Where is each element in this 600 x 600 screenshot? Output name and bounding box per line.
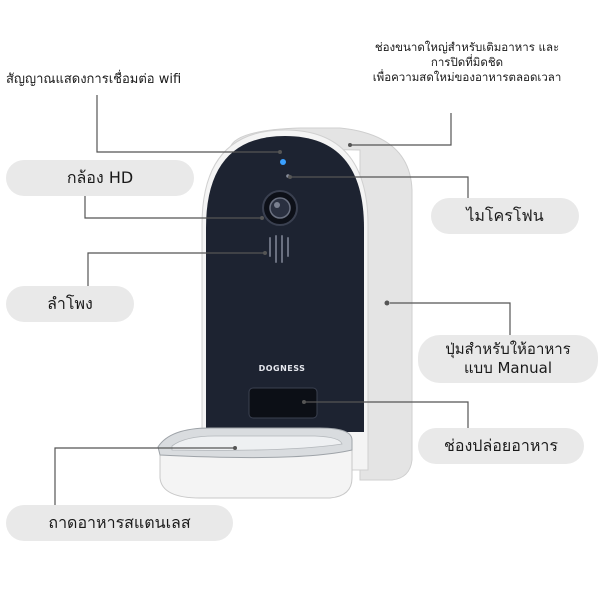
label-outlet: ช่องปล่อยอาหาร [418, 428, 584, 464]
leader-microphone [290, 176, 469, 198]
leader-hopper [350, 113, 452, 146]
label-hopper-line2: การปิดที่มิดชิด [430, 54, 504, 69]
leader-camera [84, 195, 262, 219]
wifi-led [280, 159, 286, 165]
label-microphone: ไมโครโฟน [431, 198, 579, 234]
label-manual-line2: แบบ Manual [464, 359, 552, 377]
brand-logo: DOGNESS [258, 364, 306, 373]
tray-base [159, 447, 353, 499]
label-manual-line1: ปุ่มสำหรับให้อาหาร [445, 340, 571, 359]
manual-button-dot [384, 300, 390, 306]
label-wifi: สัญญาณแสดงการเชื่อมต่อ wifi [6, 72, 182, 87]
food-outlet-slot [248, 387, 318, 419]
label-camera: กล้อง HD [6, 160, 194, 196]
label-speaker-text: ลำโพง [47, 293, 93, 313]
label-tray: ถาดอาหารสแตนเลส [6, 505, 233, 541]
leader-manual [390, 302, 511, 342]
label-microphone-text: ไมโครโฟน [466, 205, 544, 225]
tray-inner [171, 435, 343, 451]
label-tray-text: ถาดอาหารสแตนเลส [48, 512, 191, 532]
label-hopper: ช่องขนาดใหญ่สำหรับเติมอาหาร และ การปิดที… [352, 40, 582, 85]
leader-tray [54, 447, 235, 505]
label-speaker: ลำโพง [6, 286, 134, 322]
label-manual-button: ปุ่มสำหรับให้อาหาร แบบ Manual [418, 335, 598, 383]
device-front-panel [206, 136, 364, 432]
leader-speaker [87, 252, 265, 287]
leader-outlet [304, 401, 469, 428]
leader-wifi [96, 95, 280, 153]
label-outlet-text: ช่องปล่อยอาหาร [444, 435, 558, 455]
label-hopper-line1: ช่องขนาดใหญ่สำหรับเติมอาหาร และ [374, 40, 560, 54]
speaker-grille [269, 235, 289, 263]
label-camera-text: กล้อง HD [66, 167, 134, 187]
label-hopper-line3: เพื่อความสดใหม่ของอาหารตลอดเวลา [372, 69, 562, 84]
camera-lens-glint [274, 202, 280, 208]
